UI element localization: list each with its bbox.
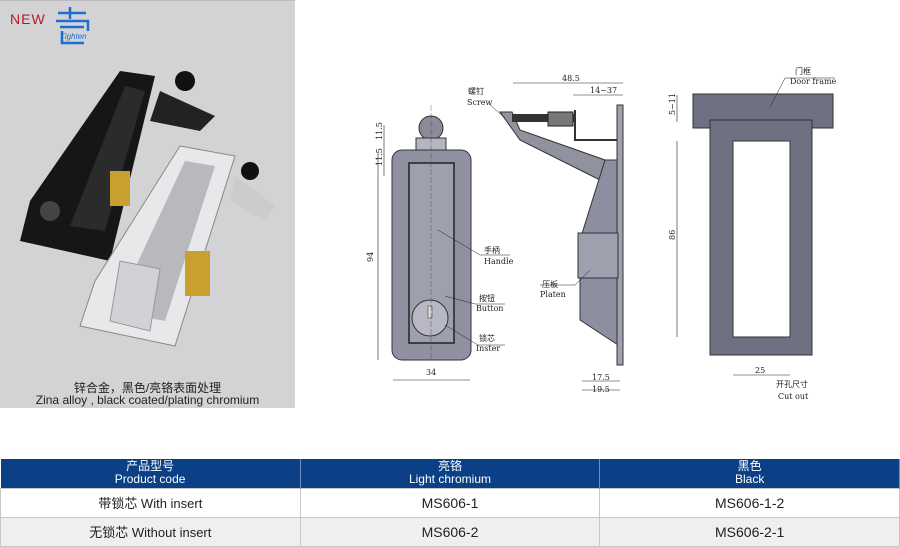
svg-text:Screw: Screw xyxy=(467,98,493,107)
svg-text:25: 25 xyxy=(755,366,765,375)
svg-text:Tighten: Tighten xyxy=(60,32,87,41)
technical-drawing: 94 34 11.5 11.5 手柄 Handle 按钮 Button 锁芯 I… xyxy=(366,66,837,401)
svg-text:11.5: 11.5 xyxy=(375,122,384,140)
chrome-latch-image xyxy=(79,145,275,347)
svg-text:门框: 门框 xyxy=(795,66,811,76)
product-photo xyxy=(20,71,275,347)
material-caption-cn: 锌合金，黑色/亮铬表面处理 xyxy=(73,381,222,395)
svg-text:34: 34 xyxy=(426,368,436,377)
svg-text:Cut out: Cut out xyxy=(778,392,809,401)
black-code: MS606-1-2 xyxy=(599,487,900,518)
chrome-code: MS606-2 xyxy=(299,516,601,547)
product-photo-panel: NEW Tighten 锌合金，黑色/亮铬表面处理 Zina alloy , b… xyxy=(0,0,295,408)
svg-text:Button: Button xyxy=(476,304,503,313)
svg-text:19.5: 19.5 xyxy=(592,385,610,394)
table-row: 无锁芯 Without insert MS606-2 MS606-2-1 xyxy=(0,516,900,547)
black-latch-image xyxy=(20,71,215,261)
svg-text:按钮: 按钮 xyxy=(479,293,495,303)
svg-text:Handle: Handle xyxy=(484,257,514,266)
svg-text:5~11: 5~11 xyxy=(668,93,677,115)
svg-text:Platen: Platen xyxy=(540,290,566,299)
cutout-view: 86 25 5~11 门框 Door frame 开孔尺寸 Cut out xyxy=(668,66,837,401)
new-badge: NEW xyxy=(10,11,46,27)
svg-text:17.5: 17.5 xyxy=(592,373,610,382)
svg-text:螺钉: 螺钉 xyxy=(468,86,484,96)
svg-text:开孔尺寸: 开孔尺寸 xyxy=(776,379,808,389)
row-type: 无锁芯 Without insert xyxy=(0,516,301,547)
svg-text:Door frame: Door frame xyxy=(790,77,837,86)
svg-text:锁芯: 锁芯 xyxy=(479,333,495,343)
chrome-code: MS606-1 xyxy=(299,487,601,518)
header-en: Product code xyxy=(114,472,186,487)
svg-text:86: 86 xyxy=(668,230,677,240)
black-code: MS606-2-1 xyxy=(599,516,900,547)
side-view: 48.5 14~37 17.5 19.5 螺钉 Screw 压板 Platen xyxy=(467,74,624,394)
row-type: 带锁芯 With insert xyxy=(0,487,301,518)
table-row: 带锁芯 With insert MS606-1 MS606-1-2 xyxy=(0,487,900,518)
header-cn: 产品型号 xyxy=(126,459,175,474)
material-caption-en: Zina alloy , black coated/plating chromi… xyxy=(35,393,260,407)
svg-text:94: 94 xyxy=(366,252,375,262)
svg-text:Inster: Inster xyxy=(476,344,500,353)
header-en: Black xyxy=(734,472,765,487)
svg-text:48.5: 48.5 xyxy=(562,74,580,83)
header-cn: 亮铬 xyxy=(437,459,462,474)
header-cn: 黑色 xyxy=(737,459,762,474)
svg-text:压板: 压板 xyxy=(542,279,558,289)
front-view: 94 34 11.5 11.5 手柄 Handle 按钮 Button 锁芯 I… xyxy=(366,105,514,381)
header-en: Light chromium xyxy=(408,472,491,487)
svg-text:14~37: 14~37 xyxy=(590,86,617,95)
svg-text:11.5: 11.5 xyxy=(375,148,384,166)
svg-text:手柄: 手柄 xyxy=(484,245,500,255)
brand-logo: Tighten xyxy=(56,7,90,45)
